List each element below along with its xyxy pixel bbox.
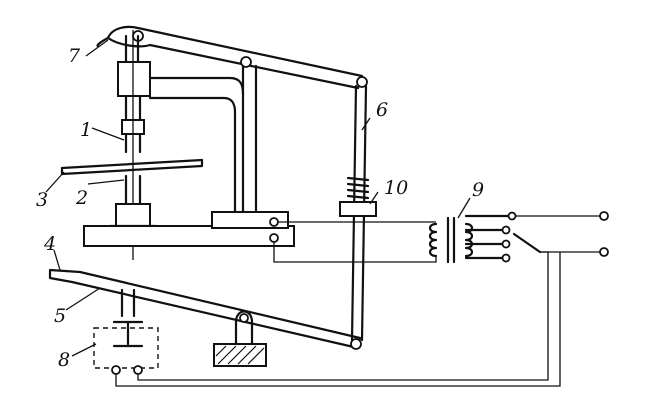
wiring <box>115 211 609 387</box>
switch-pusher <box>112 288 144 348</box>
lower-lever <box>48 268 362 350</box>
spring <box>339 176 377 217</box>
label-4: 4 <box>43 233 56 255</box>
frame-column <box>148 64 258 216</box>
label-2: 2 <box>75 187 88 209</box>
label-10: 10 <box>384 177 408 199</box>
label-9: 9 <box>472 179 484 201</box>
workpiece-disc <box>60 158 204 176</box>
label-7: 7 <box>68 45 81 67</box>
transformer <box>428 211 542 264</box>
leader-lines <box>45 39 471 357</box>
lever-pivot-center <box>240 56 252 68</box>
base-plate <box>83 211 295 247</box>
limit-switch-box <box>93 327 159 375</box>
label-1: 1 <box>80 119 92 141</box>
label-8: 8 <box>58 349 70 371</box>
upper-electrode-assembly <box>117 30 151 260</box>
label-6: 6 <box>376 99 388 121</box>
lower-lever-pin <box>350 338 362 350</box>
label-5: 5 <box>54 305 66 327</box>
fulcrum-support <box>213 310 267 367</box>
label-3: 3 <box>36 189 48 211</box>
lever-pivot-right <box>356 76 368 88</box>
